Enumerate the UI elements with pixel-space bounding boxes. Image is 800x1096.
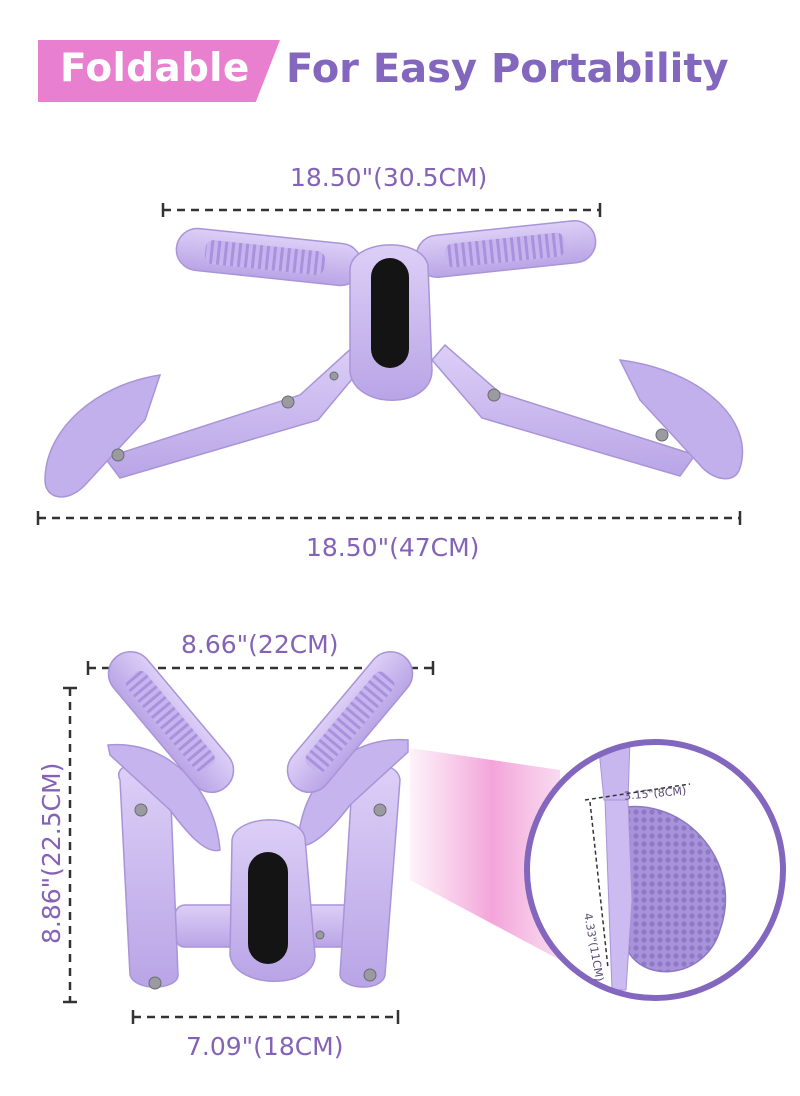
zoom-detail [524,739,786,1001]
folded-top-width-label: 8.66"(22CM) [181,630,339,659]
unfolded-trainer [44,220,744,498]
folded-trainer [107,650,414,990]
badge-label: Foldable [60,46,250,91]
folded-bottom-width-label: 7.09"(18CM) [186,1032,344,1061]
dimension-end-caps [36,203,742,1024]
header-banner: Foldable For Easy Portability [38,40,768,102]
open-width-label: 18.50"(47CM) [306,533,480,562]
top-width-label: 18.50"(30.5CM) [290,163,488,192]
zoom-beam [410,748,560,960]
folded-height-label: 8.86"(22.5CM) [37,762,66,944]
headline: For Easy Portability [286,46,729,92]
foldable-badge: Foldable [38,40,280,102]
